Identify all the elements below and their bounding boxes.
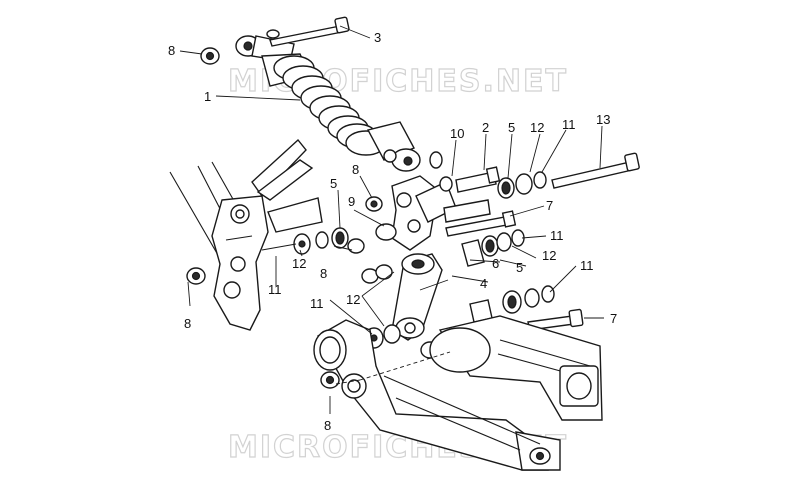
- bolt-3: [269, 16, 350, 47]
- callout-9: 9: [348, 194, 355, 209]
- callout-8-left: 8: [184, 316, 191, 331]
- nut-8-top: [200, 47, 220, 65]
- leader-lines: [179, 25, 604, 414]
- callout-5-top: 5: [508, 120, 515, 135]
- upper-bearing-row: [439, 152, 640, 199]
- alignment-line-1: [359, 351, 451, 381]
- nut-8-left: [186, 267, 206, 285]
- callout-12-left: 12: [292, 256, 306, 271]
- callout-11-low: 11: [310, 296, 324, 311]
- callout-11-top: 11: [562, 117, 576, 132]
- callout-10: 10: [450, 126, 464, 141]
- frame-section: [169, 138, 323, 263]
- connecting-rod: [361, 253, 443, 341]
- callout-8-top: 8: [168, 43, 175, 58]
- callout-8-left-mid: 8: [320, 266, 327, 281]
- callout-12-top: 12: [530, 120, 544, 135]
- swingarm: [313, 315, 603, 471]
- callout-12-mid: 12: [542, 248, 556, 263]
- callout-4: 4: [480, 276, 487, 291]
- callout-13: 13: [596, 112, 610, 127]
- callout-8-bottom: 8: [324, 418, 331, 433]
- callout-6: 6: [492, 256, 499, 271]
- callout-11-right: 11: [580, 258, 594, 273]
- callout-5-low: 5: [516, 260, 523, 275]
- linkage-bracket: [365, 175, 457, 251]
- callout-12-low: 12: [346, 292, 360, 307]
- shock-absorber: [235, 29, 443, 172]
- callout-7-top: 7: [546, 198, 553, 213]
- callout-3: 3: [374, 30, 381, 45]
- callout-8-mid: 8: [352, 162, 359, 177]
- callout-2: 2: [482, 120, 489, 135]
- callout-7-low: 7: [610, 311, 617, 326]
- lower-right-bearings: [469, 285, 584, 331]
- callout-11-mid: 11: [550, 228, 564, 243]
- callouts: 1 3 8 10 2 5 12 11 13 8 5 9 7 11 12 6 5 …: [168, 30, 617, 433]
- callout-1: 1: [204, 89, 211, 104]
- middle-bearing-row: [443, 199, 525, 267]
- left-bearing-group: [261, 227, 365, 255]
- callout-11-left: 11: [268, 282, 282, 297]
- frame-bracket: [211, 195, 269, 331]
- callout-5-mid: 5: [330, 176, 337, 191]
- shock-spring: [273, 55, 387, 156]
